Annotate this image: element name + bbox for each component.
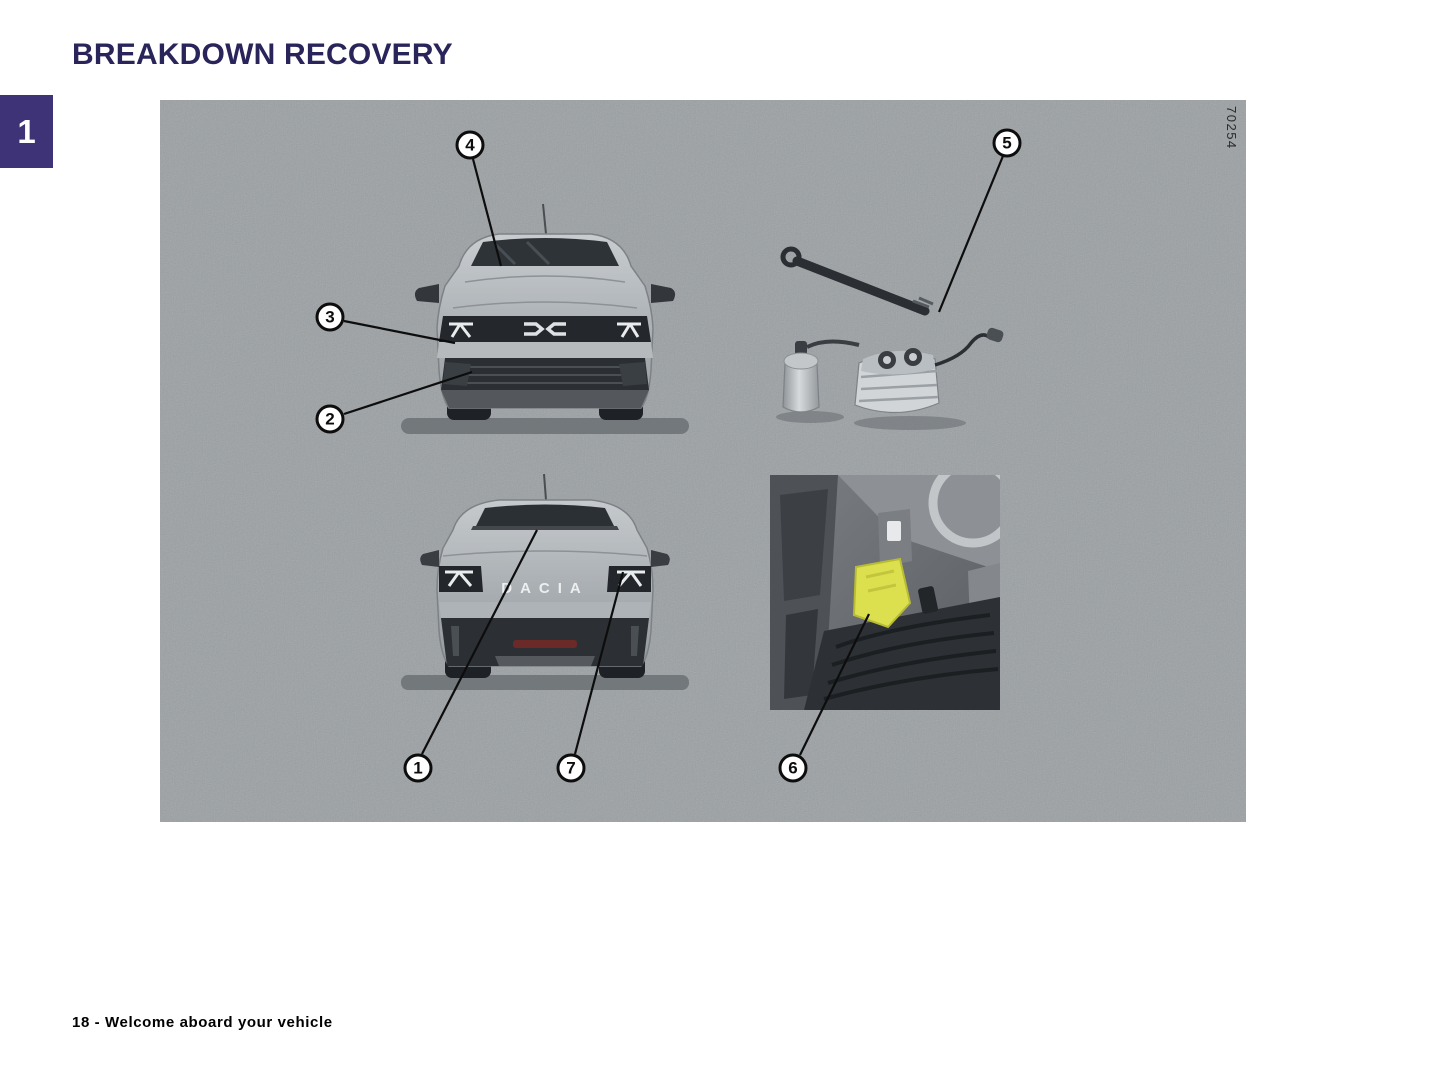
asphalt-texture <box>160 100 1246 822</box>
breakdown-recovery-figure: DACIA <box>160 100 1246 822</box>
rear-brand-lettering: DACIA <box>501 580 589 597</box>
callout-label: 2 <box>325 409 335 428</box>
interior-footwell-photo <box>770 475 1000 710</box>
callout-marker-7: 7 <box>556 753 586 783</box>
figure-reference-number: 70254 <box>1224 106 1239 150</box>
callout-label: 6 <box>788 758 798 777</box>
callout-marker-1: 1 <box>403 753 433 783</box>
section-number: 1 <box>17 112 36 150</box>
callout-marker-3: 3 <box>315 302 345 332</box>
callout-marker-5: 5 <box>992 128 1022 158</box>
section-tab: 1 <box>0 95 53 168</box>
callout-label: 7 <box>566 758 576 777</box>
callout-label: 3 <box>325 307 335 326</box>
callout-marker-6: 6 <box>778 753 808 783</box>
callout-marker-2: 2 <box>315 404 345 434</box>
callout-leader-lines <box>343 155 1005 756</box>
callout-label: 1 <box>413 758 423 777</box>
front-view-illustration <box>401 203 689 434</box>
page-title: BREAKDOWN RECOVERY <box>72 38 453 71</box>
page-footer: 18 - Welcome aboard your vehicle <box>72 1014 333 1031</box>
callout-label: 4 <box>465 135 475 154</box>
rear-view-illustration: DACIA <box>401 473 689 690</box>
callout-marker-4: 4 <box>455 130 485 160</box>
callout-label: 5 <box>1002 133 1012 152</box>
tow-kit-illustration <box>776 246 1004 430</box>
